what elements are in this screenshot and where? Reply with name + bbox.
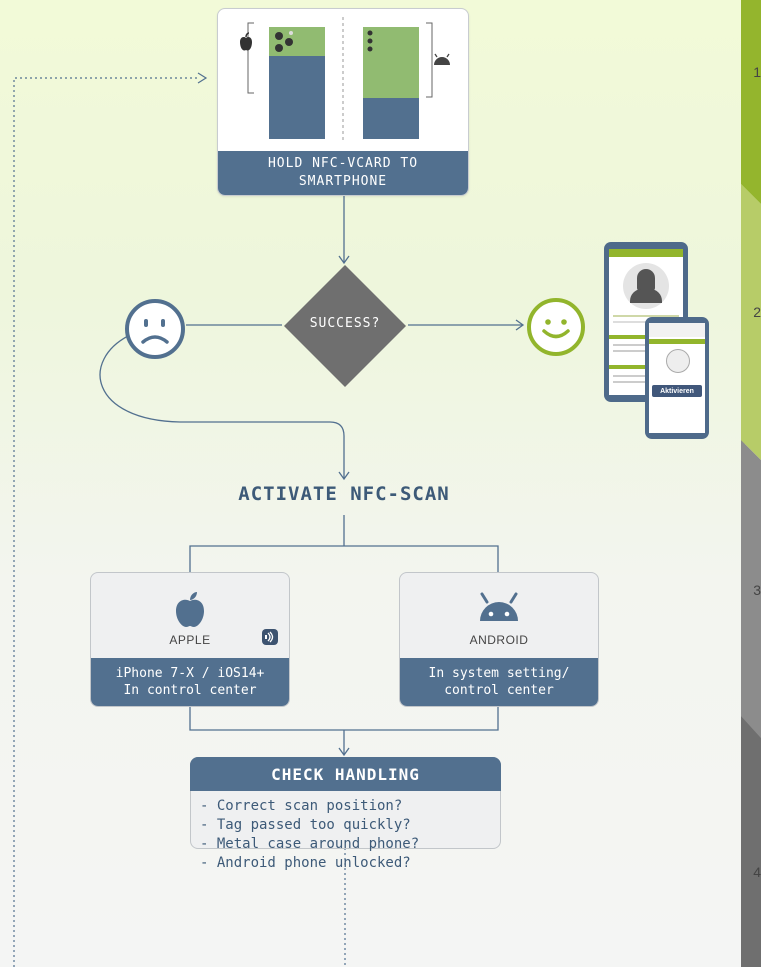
band-divider (741, 716, 761, 742)
check-item: - Metal case around phone? (200, 836, 420, 852)
step-number: 2 (753, 304, 761, 320)
check-item: - Android phone unlocked? (200, 855, 411, 871)
step-band-1: 1 (741, 0, 761, 184)
activate-button[interactable]: Aktivieren (652, 385, 702, 397)
step-number: 3 (753, 582, 761, 598)
apple-card: APPLE iPhone 7-X / iOS14+ In control cen… (90, 572, 290, 707)
apple-note-line1: iPhone 7-X / iOS14+ (115, 666, 265, 681)
android-card: ANDROID In system setting/ control cente… (399, 572, 599, 707)
band-divider (741, 440, 761, 462)
check-item: - Tag passed too quickly? (200, 817, 411, 833)
step-band-2: 2 (741, 204, 761, 444)
phones-illustration (240, 17, 450, 143)
hold-card-label: HOLD NFC-VCARD TO SMARTPHONE (218, 151, 468, 195)
check-item: - Correct scan position? (200, 798, 403, 814)
section-heading: ACTIVATE NFC-SCAN (238, 483, 450, 505)
step-band-3: 3 (741, 460, 761, 740)
apple-note: iPhone 7-X / iOS14+ In control center (91, 658, 289, 706)
hold-card: HOLD NFC-VCARD TO SMARTPHONE (217, 8, 469, 196)
sad-face-icon (125, 299, 185, 359)
step-band-4: 4 (741, 740, 761, 967)
android-icon (434, 53, 450, 65)
hold-label-line2: SMARTPHONE (298, 174, 388, 189)
android-name: ANDROID (469, 633, 529, 647)
apple-name: APPLE (169, 633, 211, 647)
apple-icon (240, 32, 252, 51)
phone-preview: Aktivieren (645, 317, 709, 439)
step-number: 4 (753, 864, 761, 880)
success-decision (284, 265, 406, 387)
happy-face-icon (527, 298, 585, 356)
check-title: CHECK HANDLING (190, 757, 501, 791)
android-logo-icon (480, 592, 518, 621)
android-note-line1: In system setting/ (428, 666, 570, 681)
apple-logo-icon (176, 592, 204, 627)
band-divider (741, 184, 761, 206)
apple-note-line2: In control center (123, 683, 257, 698)
hold-label-line1: HOLD NFC-VCARD TO (267, 156, 419, 171)
check-list: - Correct scan position? - Tag passed to… (200, 797, 500, 873)
step-number: 1 (753, 64, 761, 80)
decision-label: SUCCESS? (309, 316, 381, 331)
android-note-line2: control center (444, 683, 554, 698)
nfc-icon (262, 629, 278, 645)
android-note: In system setting/ control center (400, 658, 598, 706)
